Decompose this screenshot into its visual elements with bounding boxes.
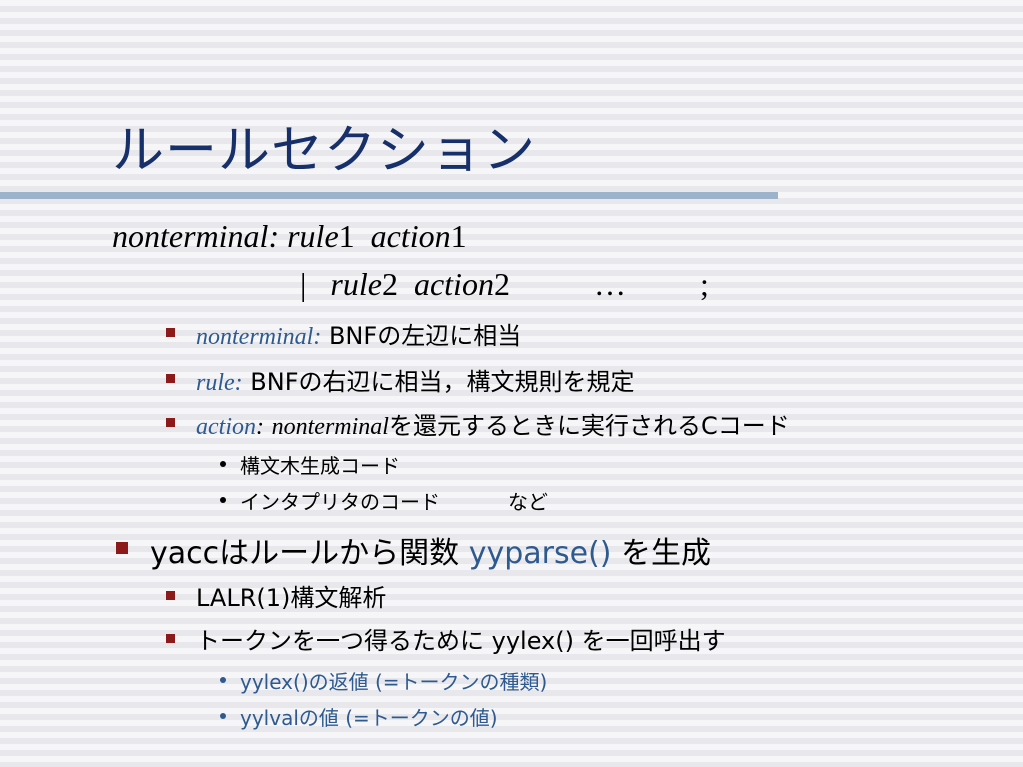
bullet-text: LALR(1)構文解析 [196,584,387,612]
formula-action-2-num: 2 [493,266,510,302]
grammar-formula-line-1: nonterminal: rule1 action1 [112,218,467,255]
bullet-dot-icon [220,461,226,467]
formula-action-2: action [413,266,494,302]
formula-rule-2: rule [330,266,382,302]
sub-bullet-text: yylvalの値 (=トークンの値) [240,706,498,730]
formula-rule: rule [287,218,339,254]
sub-bullet-text: インタプリタのコード [240,490,440,514]
sub-bullet-text: 構文木生成コード [240,454,400,478]
bullet-text: を還元するときに実行されるCコード [388,412,790,440]
bullet-dot-icon [220,677,226,683]
bullet-square-icon [166,591,175,600]
formula-rule-2-num: 2 [381,266,398,302]
title-divider [0,192,778,199]
function-name: yyparse() [468,536,612,571]
bullet-term: nonterminal: [196,324,322,350]
sub-bullet-suffix: など [508,490,548,514]
formula-action-num: 1 [450,218,467,254]
bullet-square-icon [166,634,175,643]
formula-nonterminal: nonterminal: [112,218,280,254]
bullet-text: BNFの左辺に相当 [328,322,522,350]
formula-ellipsis: … [593,266,626,302]
bullet-text: yaccはルールから関数 [150,536,460,571]
bullet-term: rule: [196,370,243,396]
bullet-square-icon [166,328,175,337]
bullet-dot-icon [220,713,226,719]
bullet-text-post: を生成 [621,536,711,571]
grammar-formula-line-2: | rule2 action2…; [300,266,709,303]
bullet-square-icon [166,374,175,383]
bullet-text: BNFの右辺に相当，構文規則を規定 [250,368,635,396]
formula-semicolon: ; [699,266,709,302]
bullet-term: action [196,414,256,440]
bullet-nonterminal-ref: nonterminal [271,414,389,440]
formula-action: action [370,218,451,254]
formula-rule-num: 1 [338,218,355,254]
bullet-dot-icon [220,497,226,503]
sub-bullet-text: yylex()の返値 (=トークンの種類) [240,670,548,694]
formula-bar: | [300,266,307,302]
bullet-text: トークンを一つ得るために yylex() を一回呼出す [196,627,726,655]
slide-title: ルールセクション [112,121,537,181]
bullet-square-icon [166,418,175,427]
bullet-square-icon [116,542,128,554]
